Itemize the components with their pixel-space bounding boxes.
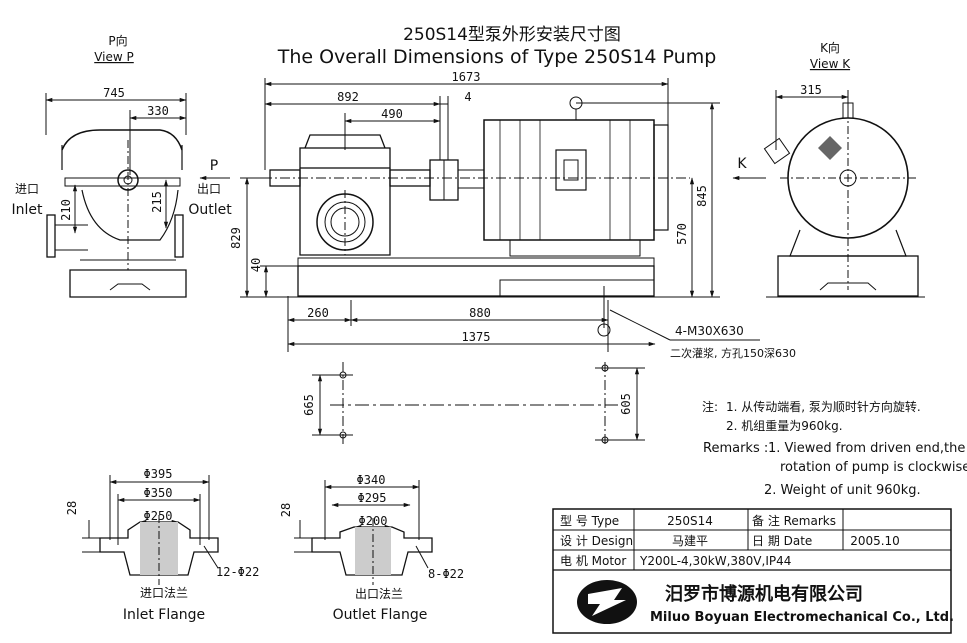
note-cn-head: 注: (702, 399, 718, 414)
view-front: 1673 892 4 490 (229, 70, 796, 360)
note-en-2: 2. Weight of unit 960kg. (764, 483, 921, 498)
inlet-d1: Φ395 (144, 467, 173, 481)
inlet-flange-cn: 进口法兰 (140, 586, 188, 600)
dim-40: 40 (249, 258, 263, 272)
note-cn-2: 2. 机组重量为960kg. (726, 419, 843, 433)
dim-260: 260 (307, 306, 329, 320)
note-en-1a: 1. Viewed from driven end,the (768, 441, 965, 456)
tb-remarks-label: 备 注 Remarks (752, 513, 836, 528)
company-logo (577, 580, 637, 624)
view-k: K向 View K 315 (763, 40, 925, 298)
dim-745: 745 (103, 86, 125, 100)
dim-845: 845 (695, 185, 709, 207)
outlet-holes: 8-Φ22 (428, 567, 464, 581)
bolt-note: 二次灌浆, 方孔150深630 (670, 346, 796, 360)
dim-490: 490 (381, 107, 403, 121)
view-k-en: View K (810, 57, 851, 71)
bolt-spec: 4-M30X630 (675, 324, 744, 338)
dim-210: 210 (59, 199, 73, 221)
notes: 注: 1. 从传动端看, 泵为顺时针方向旋转. 2. 机组重量为960kg. R… (702, 399, 967, 498)
note-cn-1: 1. 从传动端看, 泵为顺时针方向旋转. (726, 399, 921, 414)
p-arrow-label: P (210, 158, 218, 174)
inlet-en: Inlet (12, 202, 44, 218)
dim-880: 880 (469, 306, 491, 320)
outlet-cn: 出口 (197, 182, 221, 196)
dim-665: 665 (302, 394, 316, 416)
tb-date-label: 日 期 Date (752, 534, 812, 548)
title-block: 型 号 Type 250S14 备 注 Remarks 设 计 Design 马… (552, 508, 954, 634)
outlet-d2: Φ295 (358, 491, 387, 505)
tb-type-label: 型 号 Type (560, 514, 619, 528)
view-p-en: View P (94, 50, 134, 64)
outlet-d1: Φ340 (357, 473, 386, 487)
outlet-flange-en: Outlet Flange (333, 607, 428, 623)
tb-motor-value: Y200L-4,30kW,380V,IP44 (639, 554, 791, 568)
dim-330: 330 (147, 104, 169, 118)
tb-design-value: 马建平 (672, 534, 708, 548)
dim-570: 570 (675, 223, 689, 245)
view-k-cn: K向 (820, 40, 840, 55)
inlet-holes: 12-Φ22 (216, 565, 259, 579)
outlet-thk: 28 (279, 503, 293, 517)
dim-1375: 1375 (462, 330, 491, 344)
title-cn: 250S14型泵外形安装尺寸图 (403, 25, 621, 45)
dim-829: 829 (229, 227, 243, 249)
company-en: Miluo Boyuan Electromechanical Co., Ltd. (650, 610, 954, 625)
company-cn: 汨罗市博源机电有限公司 (665, 583, 863, 605)
dim-892: 892 (337, 90, 359, 104)
dim-4: 4 (464, 90, 471, 104)
view-p-cn: P向 (108, 33, 127, 48)
tb-date-value: 2005.10 (850, 534, 900, 548)
note-en-head: Remarks : (703, 441, 768, 456)
dim-1673: 1673 (452, 70, 481, 84)
tb-motor-label: 电 机 Motor (560, 554, 626, 568)
inlet-flange-en: Inlet Flange (123, 607, 205, 623)
dim-605: 605 (619, 393, 633, 415)
outlet-en: Outlet (188, 202, 232, 218)
tb-design-label: 设 计 Design (560, 534, 633, 548)
inlet-thk: 28 (65, 501, 79, 515)
title-en: The Overall Dimensions of Type 250S14 Pu… (277, 46, 717, 68)
dim-215: 215 (150, 191, 164, 213)
foundation-plan: 665 605 (302, 362, 645, 445)
view-p: P向 View P 745 330 210 215 进口 (12, 33, 232, 298)
inlet-flange: Φ395 Φ350 Φ250 28 12-Φ22 进口法兰 Inlet Flan… (65, 467, 259, 623)
inlet-d2: Φ350 (144, 486, 173, 500)
tb-type-value: 250S14 (667, 514, 713, 528)
inlet-cn: 进口 (15, 182, 39, 196)
inlet-d3: Φ250 (144, 509, 173, 523)
outlet-flange-cn: 出口法兰 (355, 587, 403, 601)
dim-315: 315 (800, 83, 822, 97)
k-arrow-label: K (737, 156, 747, 172)
outlet-flange: Φ340 Φ295 Φ200 28 8-Φ22 出口法兰 Outlet Flan… (279, 473, 464, 623)
note-en-1b: rotation of pump is clockwise. (780, 460, 967, 475)
